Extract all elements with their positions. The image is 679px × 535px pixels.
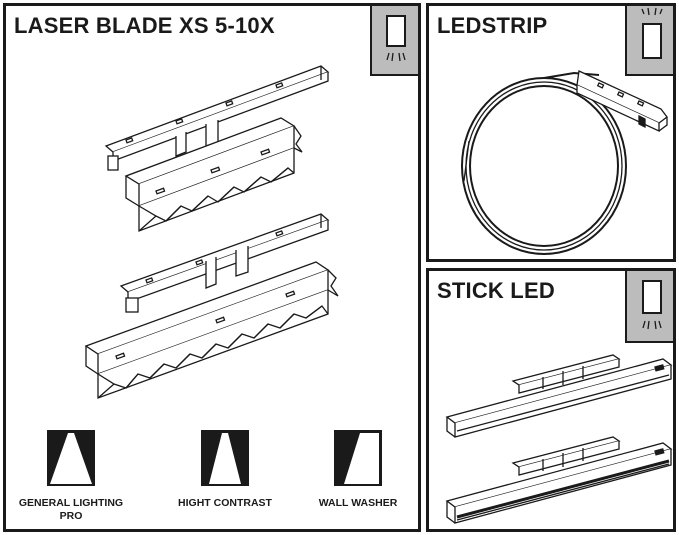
downlight-icon xyxy=(386,15,406,62)
ledstrip-drawing xyxy=(449,61,673,259)
stick-led-panel: STICK LED xyxy=(426,268,676,532)
downlight-icon xyxy=(642,280,662,330)
beam-wall-washer: WALL WASHER xyxy=(298,430,418,510)
uplight-icon xyxy=(641,7,663,59)
stick-led-lower-drawing xyxy=(443,431,673,529)
laser-blade-long-drawing xyxy=(76,206,366,406)
ledstrip-badge xyxy=(625,6,673,76)
ledstrip-title: LEDSTRIP xyxy=(437,13,548,38)
beam-label: WALL WASHER xyxy=(318,497,398,509)
ledstrip-panel: LEDSTRIP xyxy=(426,3,676,262)
stick-led-upper-drawing xyxy=(443,353,673,443)
stick-led-title: STICK LED xyxy=(437,278,555,303)
stick-badge xyxy=(625,271,673,343)
beam-high-contrast: HIGHT CONTRAST xyxy=(160,430,290,510)
high-contrast-beam-icon xyxy=(201,430,249,486)
laser-blade-short-drawing xyxy=(96,56,336,246)
laser-blade-panel: LASER BLADE XS 5-10X xyxy=(3,3,421,532)
general-lighting-beam-icon xyxy=(47,430,95,486)
beam-label: HIGHT CONTRAST xyxy=(178,497,272,509)
laser-badge xyxy=(370,6,418,76)
wall-washer-beam-icon xyxy=(334,430,382,486)
laser-blade-title: LASER BLADE XS 5-10X xyxy=(14,13,275,38)
